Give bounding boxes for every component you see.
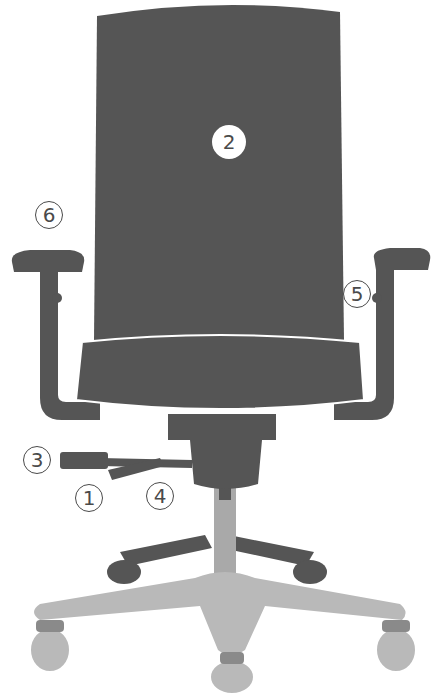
callout-number: 5 — [343, 280, 371, 308]
gas-cylinder — [214, 482, 236, 582]
casters — [30, 628, 416, 693]
callout-number: 6 — [35, 201, 63, 229]
mechanism — [168, 414, 276, 489]
backrest — [94, 5, 344, 340]
base-star — [34, 572, 406, 655]
callout-number: 4 — [146, 482, 174, 510]
levers — [60, 452, 192, 480]
seat — [76, 335, 364, 409]
callout-number: 3 — [23, 446, 51, 474]
callout-number: 2 — [212, 125, 246, 159]
armrests — [12, 248, 430, 420]
callout-number: 1 — [75, 484, 103, 512]
